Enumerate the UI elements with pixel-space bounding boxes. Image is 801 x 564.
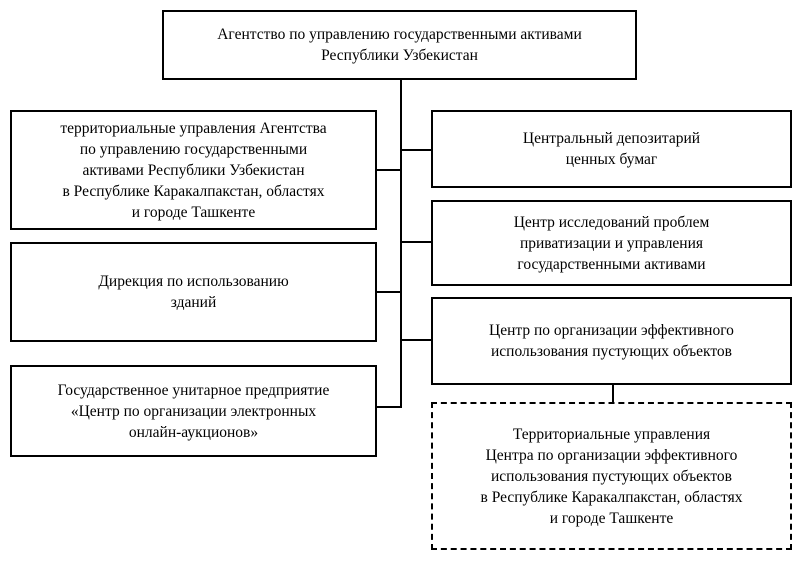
node-label: Центральный депозитарий ценных бумаг xyxy=(522,130,701,168)
connector-left-2 xyxy=(375,291,402,293)
node-territorial-departments: территориальные управления Агентства по … xyxy=(10,110,377,230)
node-label: Центр исследований проблем приватизации … xyxy=(513,213,710,273)
node-label: Центр по организации эффективного исполь… xyxy=(489,322,734,360)
node-privatization-research-center: Центр исследований проблем приватизации … xyxy=(431,200,792,286)
node-label: Дирекция по использованию зданий xyxy=(98,273,289,311)
node-label: территориальные управления Агентства по … xyxy=(60,119,327,221)
trunk-line xyxy=(400,78,402,408)
node-building-directorate: Дирекция по использованию зданий xyxy=(10,242,377,342)
connector-left-3 xyxy=(375,406,402,408)
connector-left-1 xyxy=(375,169,402,171)
node-central-depository: Центральный депозитарий ценных бумаг xyxy=(431,110,792,188)
node-e-auction-enterprise: Государственное унитарное предприятие «Ц… xyxy=(10,365,377,457)
node-label: Государственное унитарное предприятие «Ц… xyxy=(57,381,330,441)
node-vacant-objects-territorial: Территориальные управления Центра по орг… xyxy=(431,402,792,550)
root-node-agency: Агентство по управлению государственными… xyxy=(162,10,637,80)
node-label: Территориальные управления Центра по орг… xyxy=(480,425,743,527)
connector-right-3 xyxy=(400,339,432,341)
connector-right-1 xyxy=(400,149,432,151)
connector-sub xyxy=(612,383,614,403)
root-node-label: Агентство по управлению государственными… xyxy=(217,26,582,64)
connector-right-2 xyxy=(400,241,432,243)
node-vacant-objects-center: Центр по организации эффективного исполь… xyxy=(431,297,792,385)
